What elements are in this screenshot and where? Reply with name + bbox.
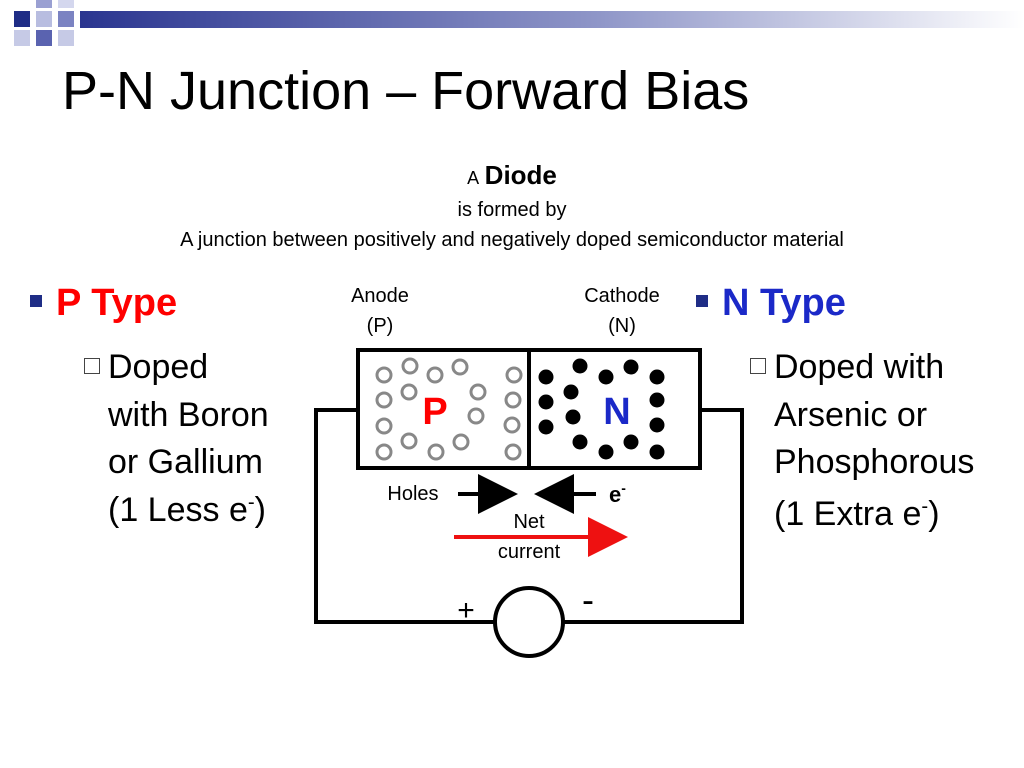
holes-label: Holes — [387, 483, 438, 505]
net-label: Net — [513, 511, 545, 533]
bullet-square-icon — [30, 294, 42, 307]
p-type-details: Doped with Boron or Gallium (1 Less e-) — [84, 344, 269, 534]
p-type-charge: (1 Less e-) — [108, 490, 266, 529]
cathode-sub-label: (N) — [608, 315, 636, 337]
hole — [375, 443, 393, 461]
electron — [623, 359, 639, 375]
hole — [504, 391, 522, 409]
hole — [467, 407, 485, 425]
hollow-bullet-icon — [84, 358, 100, 374]
hole — [375, 391, 393, 409]
electron — [538, 394, 554, 410]
p-region-label: P — [422, 391, 447, 433]
hollow-bullet-icon — [750, 358, 766, 374]
current-label: current — [498, 541, 561, 563]
cathode-label: Cathode — [584, 285, 660, 307]
hole — [400, 432, 418, 450]
electron — [563, 384, 579, 400]
hole — [504, 443, 522, 461]
page-title: P-N Junction – Forward Bias — [62, 61, 750, 121]
hole — [469, 383, 487, 401]
n-region-label: N — [603, 391, 630, 433]
intro-junction-text: A junction between positively and negati… — [180, 229, 844, 251]
n-type-heading: N Type — [696, 282, 846, 325]
hole — [451, 358, 469, 376]
electron — [565, 409, 581, 425]
n-type-heading-text: N Type — [722, 282, 846, 324]
anode-sub-label: (P) — [367, 315, 394, 337]
hole — [452, 433, 470, 451]
electron — [598, 444, 614, 460]
minus-label: - — [582, 579, 594, 620]
wire-left — [314, 408, 495, 624]
hole — [427, 443, 445, 461]
p-type-line: or Gallium — [108, 443, 263, 482]
holes-group — [375, 357, 523, 461]
p-type-line: with Boron — [108, 395, 269, 434]
electrons-group — [538, 358, 665, 460]
intro-diode: Diode — [484, 160, 557, 190]
wire-right — [563, 408, 744, 624]
anode-label: Anode — [351, 285, 409, 307]
diode-intro: A Diode is formed by A junction between … — [0, 156, 1024, 255]
electron-label: e- — [609, 480, 626, 507]
intro-formed-by: is formed by — [457, 199, 567, 221]
hole — [401, 357, 419, 375]
n-type-line: Phosphorous — [774, 443, 975, 482]
electron — [538, 419, 554, 435]
p-type-heading: P Type — [30, 282, 177, 325]
corner-decoration — [14, 0, 1024, 46]
electron — [649, 369, 665, 385]
n-region — [527, 348, 702, 470]
electron — [598, 369, 614, 385]
electron — [649, 392, 665, 408]
plus-label: + — [457, 594, 475, 627]
hole — [375, 366, 393, 384]
hole — [426, 366, 444, 384]
electron — [649, 444, 665, 460]
electron — [538, 369, 554, 385]
n-type-line: Arsenic or — [774, 395, 928, 434]
hole — [375, 417, 393, 435]
voltage-source — [493, 586, 565, 658]
hole — [400, 383, 418, 401]
n-type-charge: (1 Extra e-) — [774, 494, 940, 533]
bullet-square-icon — [696, 294, 708, 307]
p-type-heading-text: P Type — [56, 282, 178, 324]
electron — [623, 434, 639, 450]
intro-article: A — [467, 168, 480, 188]
hole — [503, 416, 521, 434]
p-type-line: Doped — [108, 348, 209, 386]
n-type-details: Doped with Arsenic or Phosphorous (1 Ext… — [750, 344, 974, 538]
electron — [572, 358, 588, 374]
electron — [649, 417, 665, 433]
hole — [505, 366, 523, 384]
n-type-line: Doped with — [774, 348, 945, 386]
electron — [572, 434, 588, 450]
